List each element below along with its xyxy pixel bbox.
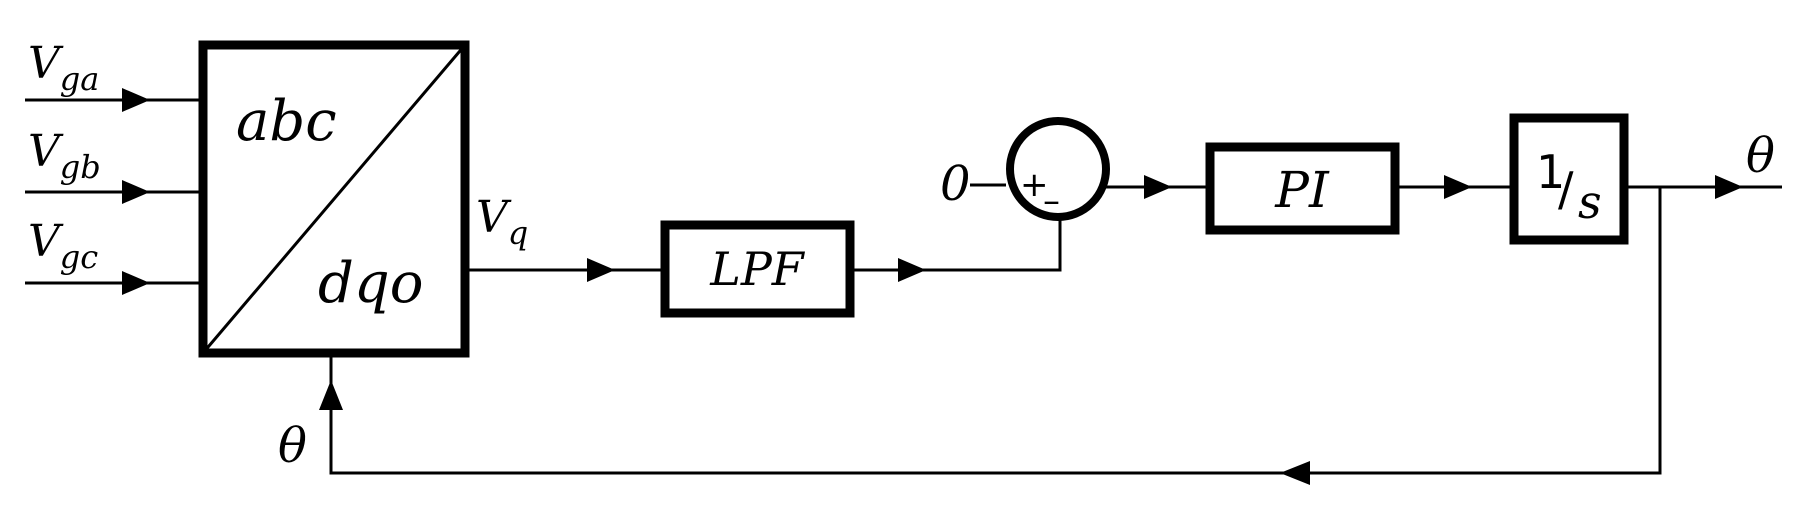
pi-label: PI [1274, 161, 1330, 219]
abc-dqo-transform-block: abc dqo [198, 40, 470, 358]
transform-diagonal [201, 44, 467, 354]
sum-to-pi-line [1106, 175, 1210, 199]
integrator-block: 1 / s [1509, 113, 1629, 245]
lpf-to-sum-line [850, 213, 1062, 282]
sum-minus-sign: – [1043, 181, 1060, 221]
input-vc-label: Vgc [28, 216, 98, 276]
vq-arrow [587, 258, 615, 282]
lpf-label: LPF [709, 242, 805, 296]
feedback-up-arrow [319, 380, 343, 410]
integrator-numerator: 1 [1536, 145, 1565, 199]
theta-output-label: θ [1746, 128, 1775, 184]
summing-junction: + – [1006, 117, 1110, 221]
integrator-denominator: s [1578, 175, 1602, 229]
pi-out-arrow [1444, 175, 1472, 199]
pi-controller-block: PI [1205, 142, 1400, 235]
input-vc-line [25, 271, 200, 295]
input-va-line [25, 88, 200, 112]
lpf-block: LPF [660, 220, 855, 318]
vq-label: Vq [476, 192, 528, 252]
input-va-arrow [122, 88, 150, 112]
input-va-label: Vga [28, 38, 99, 98]
input-vb-arrow [122, 180, 150, 204]
sum-out-arrow [1144, 175, 1172, 199]
theta-output-arrow [1715, 175, 1743, 199]
reference-label: 0 [940, 156, 971, 212]
transform-top-label: abc [236, 89, 337, 154]
theta-output-line [1624, 175, 1782, 199]
transform-bottom-label: dqo [318, 251, 423, 316]
input-vb-line [25, 180, 200, 204]
sum-plus-sign: + [1020, 165, 1049, 205]
feedback-line [319, 187, 1662, 485]
input-vb-label: Vgb [28, 126, 101, 186]
feedback-left-arrow [1280, 461, 1310, 485]
input-vc-arrow [122, 271, 150, 295]
integrator-slash: / [1558, 162, 1574, 216]
theta-feedback-label: θ [278, 418, 307, 474]
pi-to-integrator-line [1395, 175, 1514, 199]
lpf-out-arrow [898, 258, 926, 282]
vq-line [465, 258, 665, 282]
